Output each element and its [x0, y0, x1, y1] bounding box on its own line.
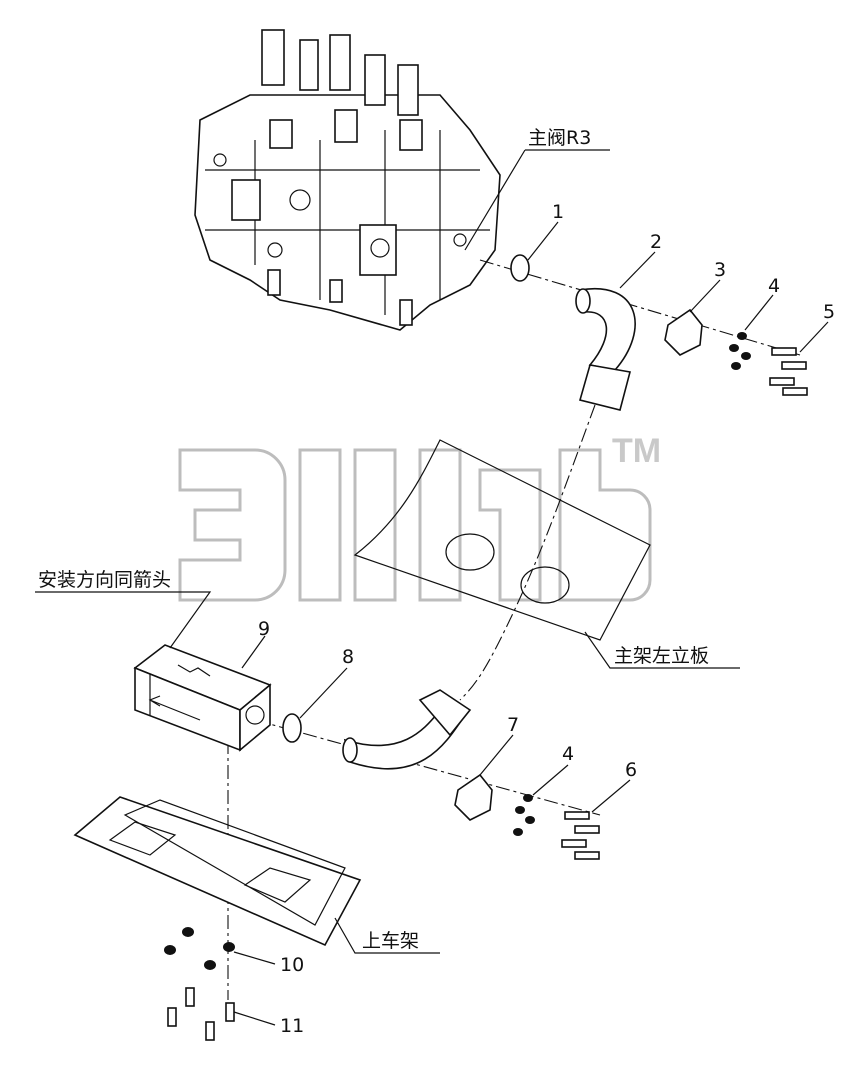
elbow-part-2	[575, 287, 636, 411]
washers-part-10	[164, 927, 235, 970]
callout-10: 10	[280, 954, 304, 976]
bolts-part-6	[561, 811, 600, 860]
check-valve-part-9	[133, 644, 272, 752]
flange-part-3	[664, 308, 703, 356]
callout-8: 8	[342, 646, 354, 668]
callout-7: 7	[507, 714, 519, 736]
frame-left-plate	[353, 439, 651, 641]
bolts-part-11	[167, 987, 235, 1041]
label-main-valve: 主阀R3	[528, 127, 591, 149]
leader-lines	[35, 149, 829, 1026]
watermark-logo: TM	[178, 432, 661, 602]
label-upper-frame: 上车架	[362, 930, 419, 952]
callout-4-bottom: 4	[562, 743, 574, 765]
flange-part-7	[454, 773, 493, 821]
main-valve-assembly	[194, 29, 501, 331]
callout-11: 11	[280, 1015, 304, 1037]
callout-1: 1	[552, 201, 564, 223]
bolts-part-5	[769, 347, 808, 396]
o-ring-part-8	[282, 713, 302, 743]
elbow-lower	[342, 689, 472, 770]
callout-2: 2	[650, 231, 662, 253]
callout-3: 3	[714, 259, 726, 281]
callout-9: 9	[258, 618, 270, 640]
watermark-tm: TM	[612, 432, 661, 470]
upper-frame	[73, 796, 362, 947]
callout-6: 6	[625, 759, 637, 781]
label-install-direction: 安装方向同箭头	[38, 569, 171, 591]
washers-part-4-top	[729, 332, 751, 370]
callout-5: 5	[823, 301, 835, 323]
label-left-plate: 主架左立板	[614, 645, 709, 667]
o-ring-part-1	[510, 254, 530, 282]
washers-part-4-bottom	[513, 794, 535, 836]
callout-4-top: 4	[768, 275, 780, 297]
